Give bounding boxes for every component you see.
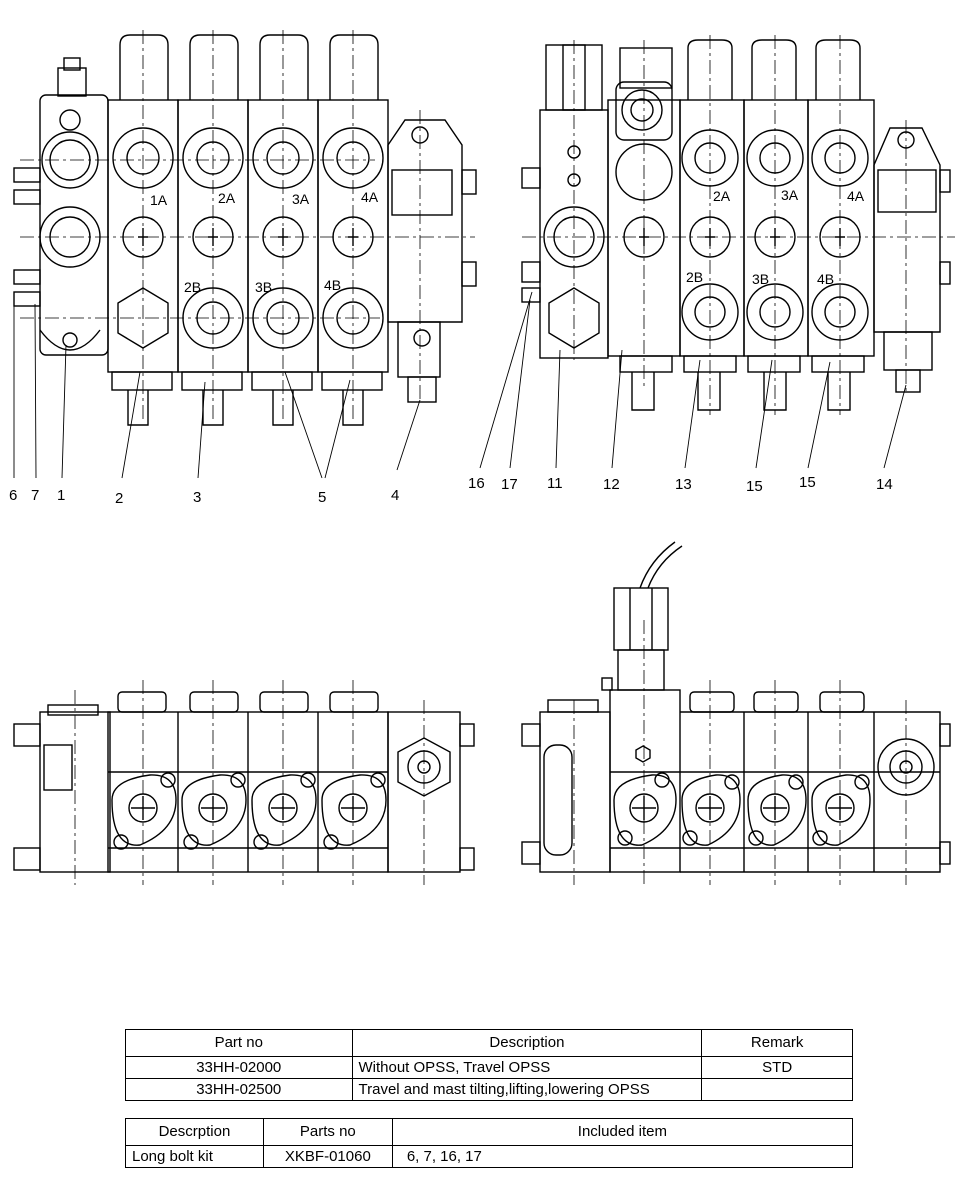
port-label: 4A xyxy=(361,189,379,205)
cell-description: Travel and mast tilting,lifting,lowering… xyxy=(351,1078,703,1101)
port-label: 3A xyxy=(781,187,799,203)
port-label: 3B xyxy=(752,271,769,287)
work-sections-right xyxy=(619,39,875,411)
callout-number: 4 xyxy=(391,487,399,504)
kit-table: Descrption Parts no Included item Long b… xyxy=(125,1118,854,1168)
cell-part-no: 33HH-02000 xyxy=(125,1056,353,1079)
callout-number: 14 xyxy=(876,476,893,493)
valve-assembly-drawing: 1A 2A 3A 4A 2B 3B 4B 2A 3A 4A 2B 3B 4B 6… xyxy=(9,30,955,885)
port-label: 4B xyxy=(324,277,341,293)
callout-number: 11 xyxy=(547,475,563,492)
cell-description: Long bolt kit xyxy=(125,1145,264,1168)
flange-group-left xyxy=(111,772,387,850)
callout-number: 15 xyxy=(799,474,816,491)
cell-description: Without OPSS, Travel OPSS xyxy=(351,1056,703,1079)
table-header-row: Part no Description Remark xyxy=(125,1029,853,1057)
top-left-valve-view xyxy=(13,30,477,479)
header-remark: Remark xyxy=(701,1029,853,1057)
header-included-item: Included item xyxy=(391,1118,854,1146)
callout-number: 13 xyxy=(675,476,692,493)
port-label: 4B xyxy=(817,271,834,287)
callout-number: 7 xyxy=(31,487,39,504)
work-sections-left xyxy=(107,34,389,426)
bottom-right-side-view xyxy=(521,541,951,885)
port-labels-right: 2A 3A 4A 2B 3B 4B xyxy=(686,187,865,287)
callout-number: 6 xyxy=(9,487,17,504)
header-description: Descrption xyxy=(125,1118,264,1146)
cell-remark xyxy=(701,1078,853,1101)
callout-number: 1 xyxy=(57,487,65,504)
port-labels-left: 1A 2A 3A 4A 2B 3B 4B xyxy=(150,189,379,295)
table-header-row: Descrption Parts no Included item xyxy=(125,1118,854,1146)
callout-number: 17 xyxy=(501,476,518,493)
callout-number: 2 xyxy=(115,490,123,507)
parts-table: Part no Description Remark 33HH-02000 Wi… xyxy=(125,1029,853,1101)
header-description: Description xyxy=(351,1029,703,1057)
port-label: 4A xyxy=(847,188,865,204)
table-row: 33HH-02500 Travel and mast tilting,lifti… xyxy=(125,1078,853,1101)
cell-parts-no: XKBF-01060 xyxy=(262,1145,393,1168)
cell-part-no: 33HH-02500 xyxy=(125,1078,353,1101)
callout-number: 3 xyxy=(193,489,201,506)
port-label: 1A xyxy=(150,192,168,208)
cell-included-item: 6, 7, 16, 17 xyxy=(391,1145,854,1168)
port-label: 2B xyxy=(184,279,201,295)
port-label: 2B xyxy=(686,269,703,285)
flange-group-right xyxy=(613,772,871,846)
callout-numbers-right: 16 17 11 12 13 15 15 14 xyxy=(468,474,893,495)
callout-number: 5 xyxy=(318,489,326,506)
callout-number: 15 xyxy=(746,478,763,495)
cell-remark: STD xyxy=(701,1056,853,1079)
callout-number: 16 xyxy=(468,475,485,492)
table-row: Long bolt kit XKBF-01060 6, 7, 16, 17 xyxy=(125,1145,854,1168)
port-label: 3A xyxy=(292,191,310,207)
port-label: 3B xyxy=(255,279,272,295)
table-row: 33HH-02000 Without OPSS, Travel OPSS STD xyxy=(125,1056,853,1079)
port-label: 2A xyxy=(713,188,731,204)
header-part-no: Part no xyxy=(125,1029,353,1057)
header-parts-no: Parts no xyxy=(262,1118,393,1146)
callout-numbers-left: 6 7 1 2 3 5 4 xyxy=(9,487,399,507)
port-label: 2A xyxy=(218,190,236,206)
top-right-valve-view xyxy=(479,35,955,469)
bottom-left-side-view xyxy=(13,680,475,885)
callout-number: 12 xyxy=(603,476,620,493)
